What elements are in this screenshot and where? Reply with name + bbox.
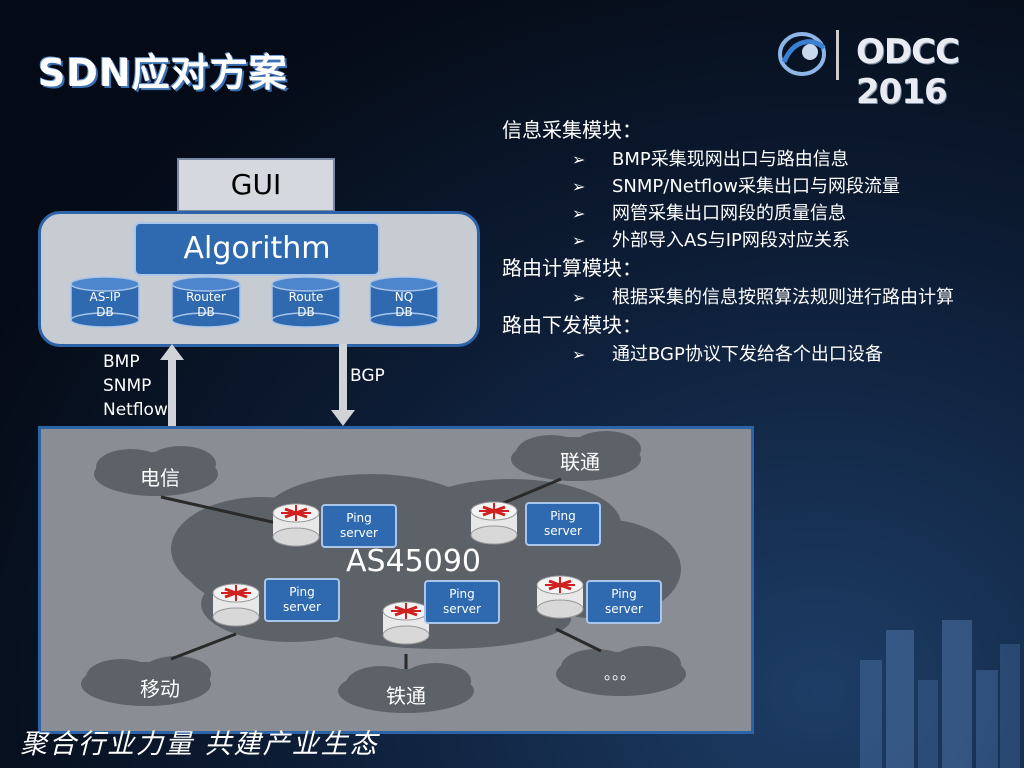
section-heading-compute: 路由计算模块： — [502, 254, 1002, 282]
isp-label-unicom: 联通 — [550, 446, 610, 475]
city-skyline-icon — [850, 600, 1024, 768]
odcc-logo-icon — [774, 28, 830, 80]
router-icon — [537, 576, 583, 618]
footer-slogan: 聚合行业力量 共建产业生态 — [20, 722, 379, 761]
bullet-arrow-icon: ➢ — [572, 227, 585, 254]
logo-divider — [836, 30, 839, 80]
bullet-arrow-icon: ➢ — [572, 173, 585, 200]
bullet-item: ➢外部导入AS与IP网段对应关系 — [502, 227, 1002, 254]
collection-protocols: BMP SNMP Netflow — [103, 350, 168, 422]
module-description: 信息采集模块： ➢BMP采集现网出口与路由信息 ➢SNMP/Netflow采集出… — [502, 116, 1002, 368]
bullet-arrow-icon: ➢ — [572, 200, 585, 227]
bullet-item: ➢网管采集出口网段的质量信息 — [502, 200, 1002, 227]
bullet-arrow-icon: ➢ — [572, 341, 585, 368]
algorithm-box: Algorithm — [134, 222, 380, 276]
page-title: SDN应对方案 — [38, 42, 288, 97]
as-number-label: AS45090 — [346, 544, 481, 579]
bullet-item: ➢SNMP/Netflow采集出口与网段流量 — [502, 173, 1002, 200]
bullet-arrow-icon: ➢ — [572, 146, 585, 173]
isp-label-railcom: 铁通 — [376, 680, 436, 709]
section-heading-collect: 信息采集模块： — [502, 116, 1002, 144]
bullet-item: ➢BMP采集现网出口与路由信息 — [502, 146, 1002, 173]
isp-label-others: 。。。 — [580, 660, 660, 684]
gui-box: GUI — [177, 158, 335, 212]
router-icon — [213, 584, 259, 626]
isp-label-mobile: 移动 — [130, 673, 190, 702]
router-icon — [273, 504, 319, 546]
bullet-item: ➢根据采集的信息按照算法规则进行路由计算 — [502, 284, 997, 311]
section-heading-dispatch: 路由下发模块： — [502, 311, 1002, 339]
bullet-arrow-icon: ➢ — [572, 284, 585, 311]
logo-text: ODCC 2016 — [856, 32, 1024, 112]
router-icon — [471, 502, 517, 544]
isp-label-telecom: 电信 — [130, 462, 190, 491]
bullet-item: ➢通过BGP协议下发给各个出口设备 — [502, 341, 1002, 368]
bgp-label: BGP — [350, 364, 385, 388]
router-icon — [383, 602, 429, 644]
